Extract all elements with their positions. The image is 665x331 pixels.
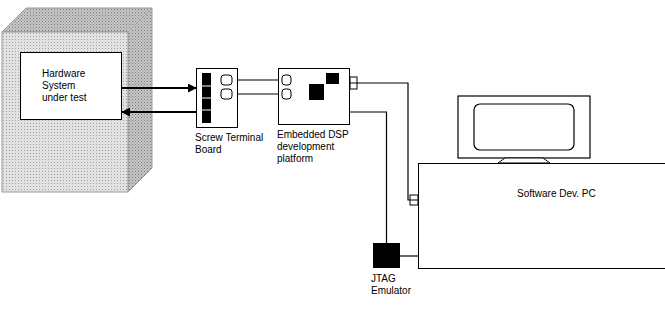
cable: [350, 112, 387, 243]
node-caption: Screw Terminal Board: [195, 132, 269, 156]
terminal-board: Screw Terminal Board: [196, 68, 238, 128]
board-connector: [282, 89, 291, 99]
pc-box: Software Dev. PC: [418, 163, 665, 269]
node-caption: JTAG Emulator: [371, 273, 427, 297]
terminal-screw: [221, 75, 232, 85]
terminal-split: [202, 98, 211, 99]
dsp-chip: [326, 73, 339, 84]
node-label: Hardware System under test: [42, 68, 100, 104]
signal-arrow: [122, 111, 196, 113]
node-caption: Embedded DSP development platform: [277, 129, 361, 165]
cable: [238, 93, 278, 94]
cable: [400, 255, 418, 256]
monitor-screen: [474, 104, 574, 150]
cube-side: [128, 8, 152, 192]
signal-arrow: [122, 87, 196, 89]
cable: [350, 83, 418, 200]
terminal-strip: [202, 73, 211, 123]
monitor-case: [458, 96, 590, 158]
dsp-board: Embedded DSP development platform: [278, 68, 350, 125]
node-label: Software Dev. PC: [517, 188, 665, 200]
cube-top: [2, 8, 152, 32]
terminal-split: [202, 110, 211, 111]
emulator-box: JTAG Emulator: [373, 243, 400, 268]
cable: [238, 79, 278, 80]
system-box: Hardware System under test: [20, 52, 122, 120]
board-connector: [282, 75, 291, 85]
cube-front: [2, 32, 128, 192]
terminal-screw: [221, 89, 232, 99]
terminal-split: [202, 86, 211, 87]
dsp-chip: [309, 84, 324, 100]
